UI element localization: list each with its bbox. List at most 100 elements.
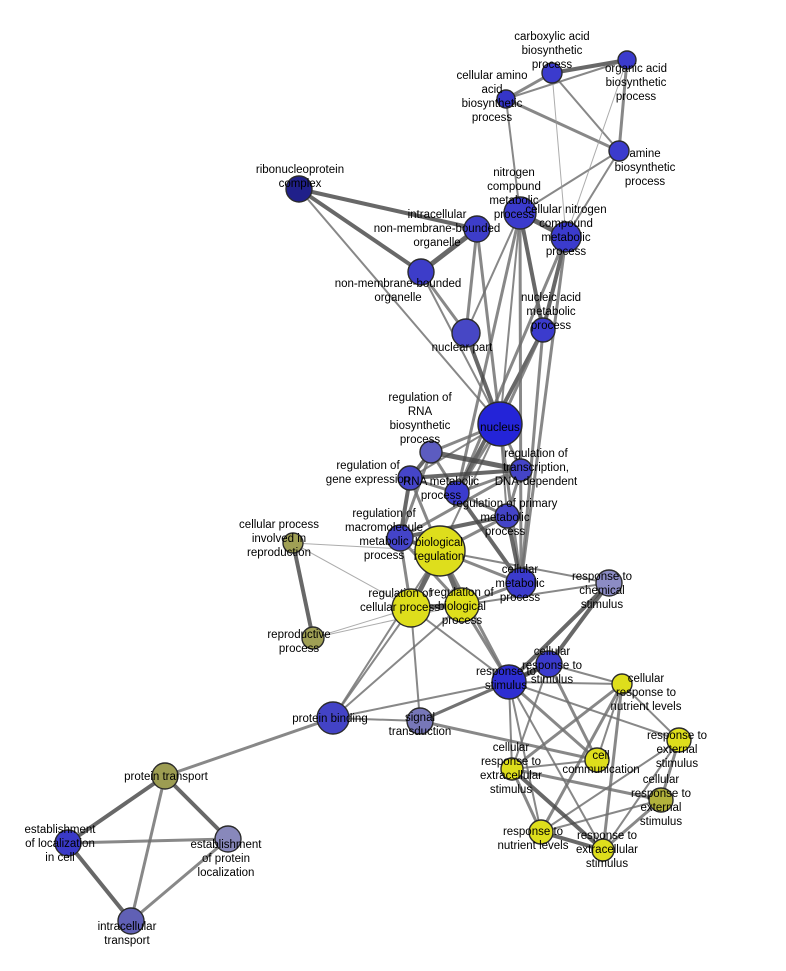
graph-edge-establishment_of_localization_in_cell--intracellular_transport[interactable] xyxy=(66,841,133,923)
graph-edge-signal_transduction--cell_communication[interactable] xyxy=(418,719,599,762)
graph-edge-protein_binding--response_to_stimulus[interactable] xyxy=(332,681,510,719)
graph-node-intracellular_non_membrane_bounded_organelle[interactable] xyxy=(463,215,491,243)
graph-edge-response_to_stimulus--response_to_nutrient_levels[interactable] xyxy=(508,681,542,833)
graph-node-signal_transduction[interactable] xyxy=(406,707,434,735)
graph-edge-response_to_chemical_stimulus--regulation_of_biological_process[interactable] xyxy=(461,582,610,606)
graph-node-nuclear_part[interactable] xyxy=(451,318,481,348)
graph-node-response_to_extracellular_stimulus[interactable] xyxy=(591,838,615,862)
graph-edge-response_to_stimulus--response_to_external_stimulus[interactable] xyxy=(508,681,680,741)
graph-edge-response_to_external_stimulus--response_to_nutrient_levels[interactable] xyxy=(540,739,680,833)
graph-edge-cellular_amino_acid_biosynthetic_process--amine_biosynthetic_process[interactable] xyxy=(504,97,621,153)
graph-edge-cellular_response_to_nutrient_levels--response_to_extracellular_stimulus[interactable] xyxy=(601,682,624,852)
graph-node-protein_binding[interactable] xyxy=(316,701,350,735)
graph-edge-rna_metabolic_process--cellular_metabolic_process[interactable] xyxy=(455,491,523,585)
graph-edge-cellular_response_to_nutrient_levels--cellular_response_to_extracellular_stimulus[interactable] xyxy=(510,682,624,771)
graph-edge-cellular_response_to_external_stimulus--cellular_response_to_extracellular_stimulus[interactable] xyxy=(510,767,663,802)
graph-edge-response_to_stimulus--response_to_chemical_stimulus[interactable] xyxy=(507,581,611,684)
graph-node-cellular_response_to_external_stimulus[interactable] xyxy=(648,787,674,813)
graph-edge-regulation_of_macromolecule_metabolic_process--regulation_of_primary_metabolic_process[interactable] xyxy=(398,514,509,540)
graph-node-regulation_of_gene_expression[interactable] xyxy=(397,465,423,491)
graph-node-reproductive_process[interactable] xyxy=(301,626,325,650)
graph-edge-cellular_process_involved_in_reproduction--reproductive_process[interactable] xyxy=(291,541,315,640)
graph-edge-response_to_stimulus--regulation_of_cellular_process[interactable] xyxy=(410,607,510,683)
graph-node-cellular_process_involved_in_reproduction[interactable] xyxy=(282,532,304,554)
graph-node-response_to_stimulus[interactable] xyxy=(491,664,527,700)
graph-node-cellular_response_to_stimulus[interactable] xyxy=(535,650,563,678)
graph-edge-carboxylic_acid_biosynthetic_process--organic_acid_biosynthetic_process[interactable] xyxy=(550,58,629,75)
graph-edge-ribonucleoprotein_complex--intracellular_non_membrane_bounded_organelle[interactable] xyxy=(297,187,479,231)
graph-edge-non_membrane_bounded_organelle--nucleus[interactable] xyxy=(420,271,501,425)
graph-node-nucleus[interactable] xyxy=(477,401,523,447)
graph-node-cellular_amino_acid_biosynthetic_process[interactable] xyxy=(496,89,516,109)
graph-edge-nitrogen_compound_metabolic_process--nuclear_part[interactable] xyxy=(465,212,521,334)
graph-edge-regulation_of_transcription_dna_dependent--regulation_of_gene_expression[interactable] xyxy=(408,468,523,480)
graph-edge-cellular_process_involved_in_reproduction--regulation_of_cellular_process[interactable] xyxy=(292,542,412,609)
graph-edge-ribonucleoprotein_complex--nucleus[interactable] xyxy=(298,188,501,425)
graph-node-cellular_response_to_extracellular_stimulus[interactable] xyxy=(500,757,524,781)
graph-edge-cellular_response_to_external_stimulus--response_to_extracellular_stimulus[interactable] xyxy=(601,798,663,852)
graph-edge-nitrogen_compound_metabolic_process--rna_metabolic_process[interactable] xyxy=(455,211,522,495)
graph-edge-nitrogen_compound_metabolic_process--cellular_metabolic_process[interactable] xyxy=(518,211,523,585)
graph-node-biological_regulation[interactable] xyxy=(414,525,466,577)
graph-edge-organic_acid_biosynthetic_process--amine_biosynthetic_process[interactable] xyxy=(617,58,629,153)
graph-node-regulation_of_transcription_dna_dependent[interactable] xyxy=(509,458,533,482)
graph-edge-cellular_response_to_stimulus--response_to_chemical_stimulus[interactable] xyxy=(547,581,611,666)
graph-node-regulation_of_primary_metabolic_process[interactable] xyxy=(494,503,520,529)
graph-edge-cellular_nitrogen_compound_metabolic_process--rna_metabolic_process[interactable] xyxy=(455,235,568,495)
graph-edge-response_to_stimulus--cellular_response_to_nutrient_levels[interactable] xyxy=(508,681,623,685)
graph-edge-protein_binding--biological_regulation[interactable] xyxy=(332,550,441,719)
graph-node-establishment_of_protein_localization[interactable] xyxy=(214,825,242,853)
graph-edge-organic_acid_biosynthetic_process--cellular_amino_acid_biosynthetic_process[interactable] xyxy=(505,59,628,100)
graph-node-nitrogen_compound_metabolic_process[interactable] xyxy=(503,196,537,230)
graph-node-amine_biosynthetic_process[interactable] xyxy=(608,140,630,162)
graph-node-cellular_response_to_nutrient_levels[interactable] xyxy=(611,673,633,695)
graph-node-intracellular_transport[interactable] xyxy=(117,907,145,935)
graph-node-cell_communication[interactable] xyxy=(584,747,610,773)
graph-edge-response_to_chemical_stimulus--biological_regulation[interactable] xyxy=(439,550,610,584)
graph-edge-protein_binding--regulation_of_biological_process[interactable] xyxy=(332,604,463,719)
graph-node-response_to_nutrient_levels[interactable] xyxy=(528,819,554,845)
graph-node-non_membrane_bounded_organelle[interactable] xyxy=(407,258,435,286)
graph-edge-nitrogen_compound_metabolic_process--nucleic_acid_metabolic_process[interactable] xyxy=(518,211,545,332)
graph-node-ribonucleoprotein_complex[interactable] xyxy=(285,175,313,203)
graph-edge-amine_biosynthetic_process--nitrogen_compound_metabolic_process[interactable] xyxy=(519,150,620,214)
graph-edge-cellular_response_to_external_stimulus--response_to_nutrient_levels[interactable] xyxy=(540,799,662,833)
graph-edge-cellular_nitrogen_compound_metabolic_process--cellular_metabolic_process[interactable] xyxy=(519,235,568,585)
graph-edge-protein_transport--establishment_of_protein_localization[interactable] xyxy=(163,774,230,841)
graph-edge-amine_biosynthetic_process--cellular_nitrogen_compound_metabolic_process[interactable] xyxy=(565,150,620,238)
graph-node-carboxylic_acid_biosynthetic_process[interactable] xyxy=(541,62,563,84)
graph-node-protein_transport[interactable] xyxy=(151,762,179,790)
graph-node-cellular_nitrogen_compound_metabolic_process[interactable] xyxy=(550,221,582,253)
graph-edge-establishment_of_localization_in_cell--establishment_of_protein_localization[interactable] xyxy=(66,837,230,845)
graph-node-regulation_of_macromolecule_metabolic_process[interactable] xyxy=(386,524,414,552)
graph-edge-cellular_response_to_stimulus--cellular_response_to_extracellular_stimulus[interactable] xyxy=(511,663,550,770)
graph-edge-cell_communication--cellular_response_to_nutrient_levels[interactable] xyxy=(596,683,623,761)
graph-node-regulation_of_cellular_process[interactable] xyxy=(391,588,431,628)
graph-node-regulation_of_rna_biosynthetic_process[interactable] xyxy=(419,440,443,464)
graph-edge-protein_binding--protein_transport[interactable] xyxy=(163,716,335,778)
graph-edge-reproductive_process--regulation_of_biological_process[interactable] xyxy=(312,604,463,639)
graph-edge-nucleic_acid_metabolic_process--cellular_metabolic_process[interactable] xyxy=(519,328,545,585)
graph-edge-cellular_response_to_nutrient_levels--response_to_external_stimulus[interactable] xyxy=(621,683,680,741)
graph-edge-protein_transport--establishment_of_localization_in_cell[interactable] xyxy=(66,774,167,845)
graph-node-rna_metabolic_process[interactable] xyxy=(444,480,470,506)
graph-node-nucleic_acid_metabolic_process[interactable] xyxy=(530,317,556,343)
graph-node-response_to_chemical_stimulus[interactable] xyxy=(595,569,623,597)
graph-edge-protein_transport--intracellular_transport[interactable] xyxy=(129,774,167,923)
graph-node-establishment_of_localization_in_cell[interactable] xyxy=(54,829,82,857)
graph-edge-regulation_of_rna_biosynthetic_process--regulation_of_transcription_dna_dependent[interactable] xyxy=(428,449,524,473)
graph-edge-cellular_amino_acid_biosynthetic_process--nitrogen_compound_metabolic_process[interactable] xyxy=(505,98,521,214)
graph-node-cellular_metabolic_process[interactable] xyxy=(505,567,537,599)
graph-edge-response_to_extracellular_stimulus--cellular_response_to_extracellular_stimulus[interactable] xyxy=(510,767,605,852)
graph-edge-cellular_nitrogen_compound_metabolic_process--nucleic_acid_metabolic_process[interactable] xyxy=(541,235,568,332)
graph-edge-carboxylic_acid_biosynthetic_process--amine_biosynthetic_process[interactable] xyxy=(551,72,620,152)
graph-edge-intracellular_non_membrane_bounded_organelle--nuclear_part[interactable] xyxy=(464,227,479,335)
graph-edge-carboxylic_acid_biosynthetic_process--cellular_nitrogen_compound_metabolic_process[interactable] xyxy=(551,72,567,238)
graph-node-response_to_external_stimulus[interactable] xyxy=(666,727,692,753)
graph-edge-intracellular_non_membrane_bounded_organelle--nucleus[interactable] xyxy=(475,227,502,426)
graph-edge-cell_communication--cellular_response_to_extracellular_stimulus[interactable] xyxy=(511,759,598,770)
graph-edge-response_to_stimulus--cell_communication[interactable] xyxy=(507,680,599,762)
graph-edge-establishment_of_protein_localization--intracellular_transport[interactable] xyxy=(129,837,230,923)
graph-edge-response_to_stimulus--response_to_extracellular_stimulus[interactable] xyxy=(508,681,604,851)
